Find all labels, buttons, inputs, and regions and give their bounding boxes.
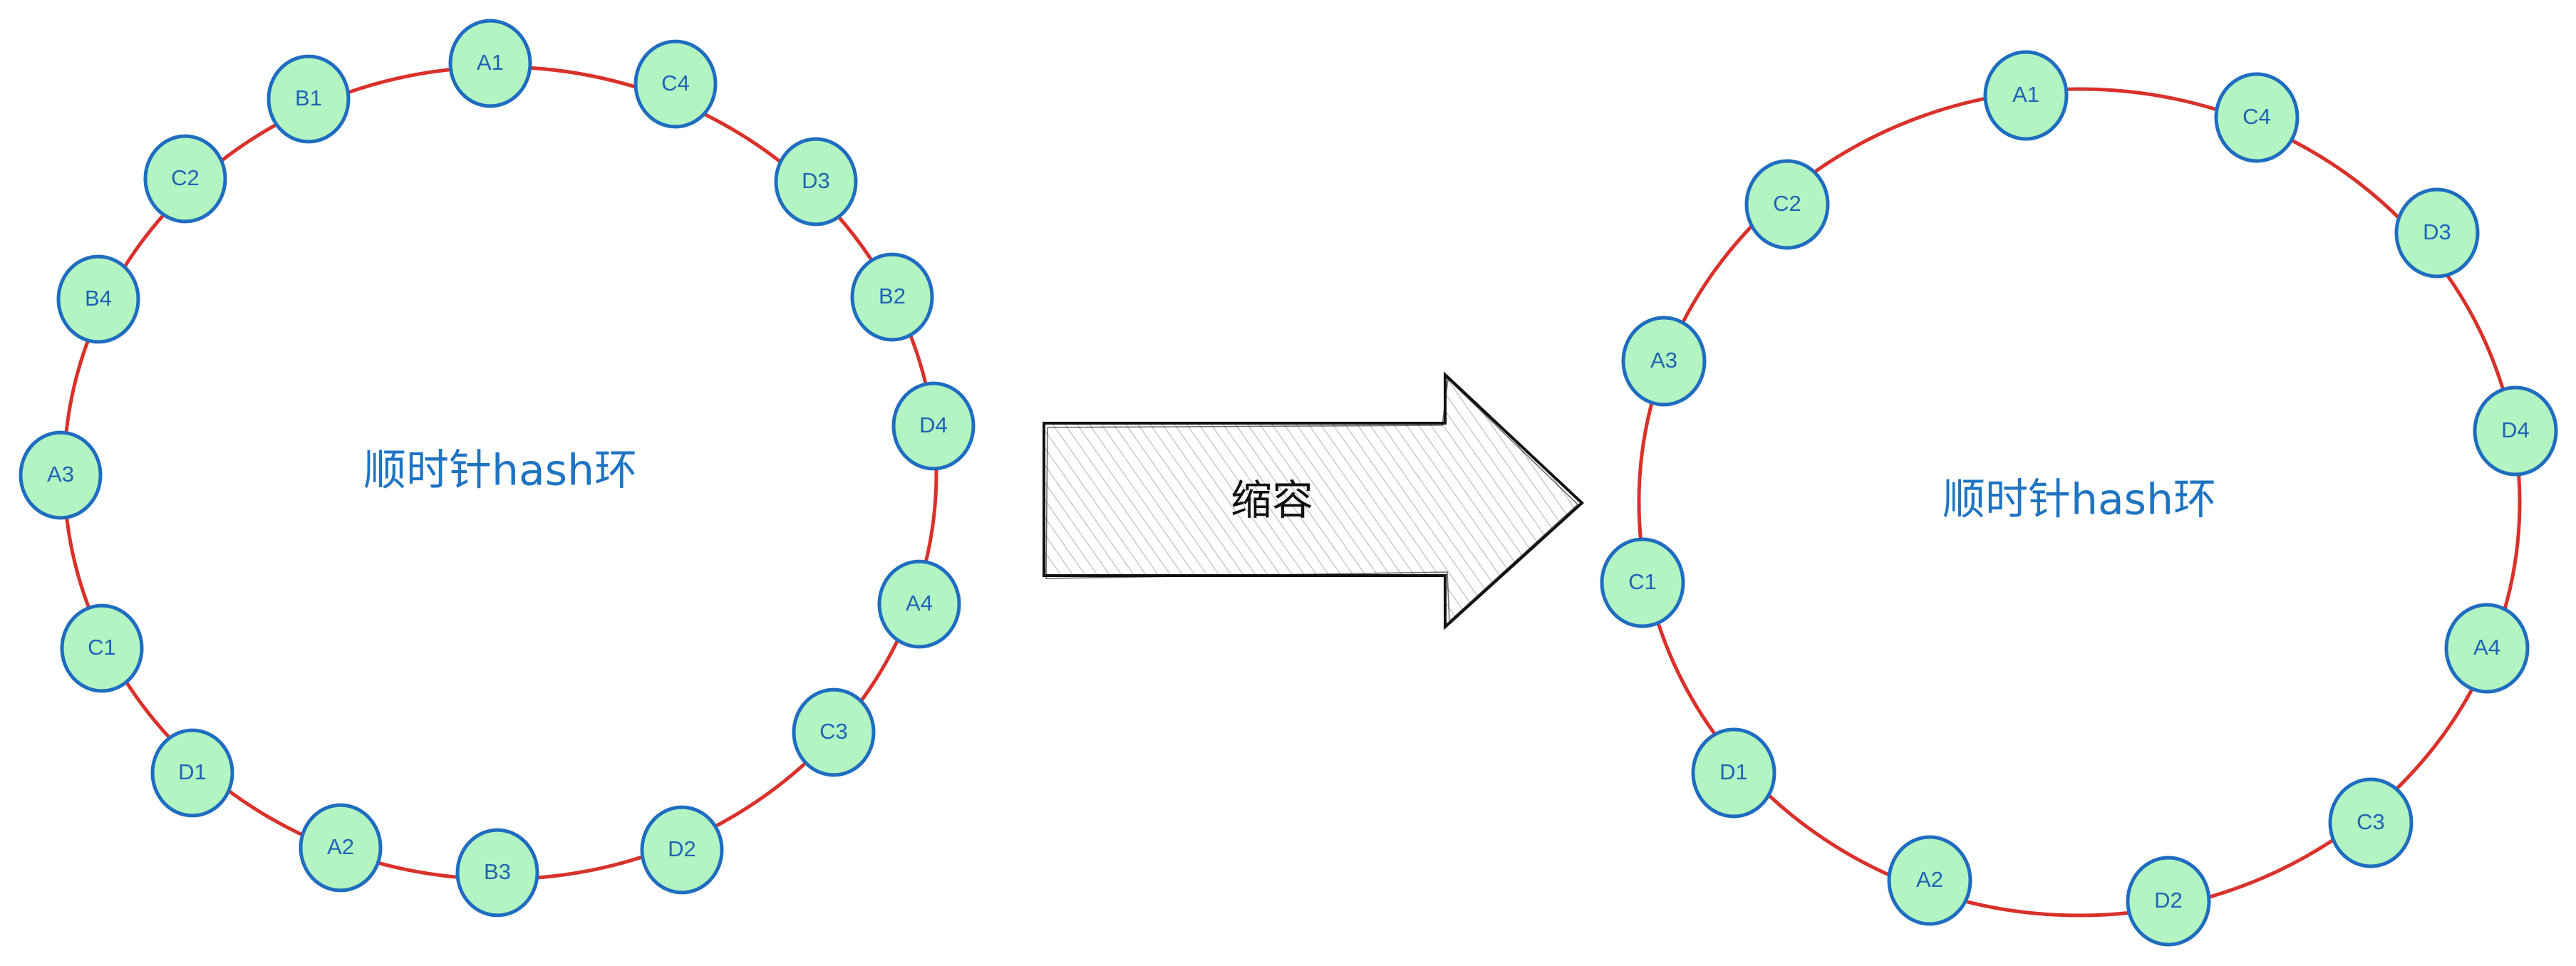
left-ring-node-label: B1 bbox=[295, 85, 322, 110]
right-ring-node-c4: C4 bbox=[2214, 72, 2300, 163]
left-ring-node-label: A1 bbox=[477, 50, 504, 75]
right-ring-node-circle bbox=[2473, 385, 2558, 477]
left-ring-node-d4: D4 bbox=[891, 381, 976, 471]
left-ring-node-circle bbox=[267, 54, 351, 144]
left-ring-node-circle bbox=[633, 39, 718, 129]
right-ring-node-label: C3 bbox=[2357, 809, 2385, 834]
right-ring-node-c3: C3 bbox=[2328, 777, 2414, 868]
left-ring-node-c3: C3 bbox=[792, 687, 876, 777]
left-ring-node-a4: A4 bbox=[877, 559, 961, 649]
right-ring-node-circle bbox=[2328, 777, 2414, 868]
right-ring-node-circle bbox=[1744, 159, 1830, 250]
left-ring-node-circle bbox=[792, 687, 876, 777]
left-ring-node-label: D3 bbox=[802, 168, 830, 193]
left-ring-node-circle bbox=[143, 134, 227, 224]
right-ring-node-circle bbox=[2126, 856, 2211, 947]
left-ring-node-label: D2 bbox=[668, 836, 696, 861]
left-ring-node-label: B3 bbox=[484, 859, 511, 884]
left-ring-node-label: B4 bbox=[85, 286, 112, 311]
left-ring-node-c2: C2 bbox=[143, 134, 227, 224]
left-ring-node-b3: B3 bbox=[455, 828, 539, 918]
right-ring-circle bbox=[1637, 87, 2522, 918]
right-ring-node-circle bbox=[1621, 316, 1707, 407]
left-ring-node-circle bbox=[150, 728, 234, 818]
left-ring-node-label: C2 bbox=[171, 165, 200, 190]
left-ring-node-b2: B2 bbox=[850, 252, 934, 342]
left-ring-node-circle bbox=[60, 603, 144, 693]
left-ring-node-circle bbox=[448, 19, 532, 108]
left-ring-node-d2: D2 bbox=[640, 805, 724, 895]
left-ring-node-circle bbox=[56, 254, 140, 344]
right-ring-node-label: C4 bbox=[2243, 104, 2271, 129]
right-ring-node-circle bbox=[1983, 50, 2069, 141]
left-ring-node-label: D4 bbox=[919, 412, 948, 437]
right-ring-title: 顺时针hash环 bbox=[1943, 475, 2216, 525]
right-ring-node-label: A1 bbox=[2012, 82, 2039, 107]
left-ring-node-circle bbox=[455, 828, 539, 918]
left-ring-node-label: B2 bbox=[879, 284, 906, 308]
shrink-arrow-label: 缩容 bbox=[1231, 476, 1313, 524]
left-ring-node-label: A4 bbox=[906, 591, 933, 616]
right-ring-node-d2: D2 bbox=[2126, 856, 2211, 947]
right-ring-node-label: A4 bbox=[2473, 635, 2500, 660]
left-ring-node-a1: A1 bbox=[448, 19, 532, 108]
right-ring-node-label: A3 bbox=[1650, 348, 1677, 373]
right-ring-node-d4: D4 bbox=[2473, 385, 2558, 477]
right-ring-node-circle bbox=[2394, 187, 2480, 279]
shrink-arrow-sketch-line bbox=[1045, 378, 1579, 623]
left-ring-node-a3: A3 bbox=[19, 430, 103, 520]
shrink-arrow-shape bbox=[1043, 371, 1584, 630]
left-ring-node-circle bbox=[19, 430, 103, 520]
right-ring-node-label: D1 bbox=[1719, 759, 1748, 784]
left-ring-node-label: A3 bbox=[47, 462, 74, 487]
left-ring-node-label: C3 bbox=[819, 719, 848, 744]
shrink-arrow: 缩容 bbox=[1043, 371, 1584, 630]
left-ring-node-label: C4 bbox=[661, 71, 690, 95]
right-ring-node-label: D3 bbox=[2423, 219, 2451, 244]
left-ring-node-c1: C1 bbox=[60, 603, 144, 693]
right-ring-node-label: D2 bbox=[2154, 888, 2183, 913]
left-ring-node-label: D1 bbox=[178, 759, 207, 784]
right-ring-node-a3: A3 bbox=[1621, 316, 1707, 407]
right-ring-node-a4: A4 bbox=[2444, 603, 2530, 694]
left-ring-node-c4: C4 bbox=[633, 39, 718, 129]
left-ring-node-d3: D3 bbox=[774, 137, 858, 227]
right-ring-node-a2: A2 bbox=[1887, 835, 1972, 926]
right-ring-node-c1: C1 bbox=[1600, 537, 1685, 628]
left-ring-node-d1: D1 bbox=[150, 728, 234, 818]
left-ring-node-label: C1 bbox=[88, 635, 116, 660]
right-ring-node-circle bbox=[1691, 727, 1776, 819]
right-ring-node-d3: D3 bbox=[2394, 187, 2480, 279]
left-ring-node-circle bbox=[299, 803, 383, 893]
left-ring-node-circle bbox=[877, 559, 961, 649]
right-ring-node-d1: D1 bbox=[1691, 727, 1776, 819]
left-ring-node-a2: A2 bbox=[299, 803, 383, 893]
right-ring-node-label: C1 bbox=[1628, 569, 1657, 594]
right-ring-node-circle bbox=[2214, 72, 2300, 163]
right-ring-node-circle bbox=[1600, 537, 1685, 628]
right-ring-node-c2: C2 bbox=[1744, 159, 1830, 250]
right-ring-node-label: D4 bbox=[2501, 417, 2530, 442]
left-ring-node-circle bbox=[640, 805, 724, 895]
right-ring-node-a1: A1 bbox=[1983, 50, 2069, 141]
left-ring-node-label: A2 bbox=[327, 834, 354, 859]
left-ring-node-b1: B1 bbox=[267, 54, 351, 144]
right-ring-node-circle bbox=[1887, 835, 1972, 926]
right-ring-node-circle bbox=[2444, 603, 2530, 694]
right-ring-node-label: A2 bbox=[1916, 867, 1943, 892]
left-ring-node-circle bbox=[891, 381, 976, 471]
left-ring-node-circle bbox=[774, 137, 858, 227]
left-ring-title: 顺时针hash环 bbox=[363, 446, 637, 496]
left-ring-node-b4: B4 bbox=[56, 254, 140, 344]
right-ring-node-label: C2 bbox=[1773, 191, 1801, 216]
left-ring-node-circle bbox=[850, 252, 934, 342]
